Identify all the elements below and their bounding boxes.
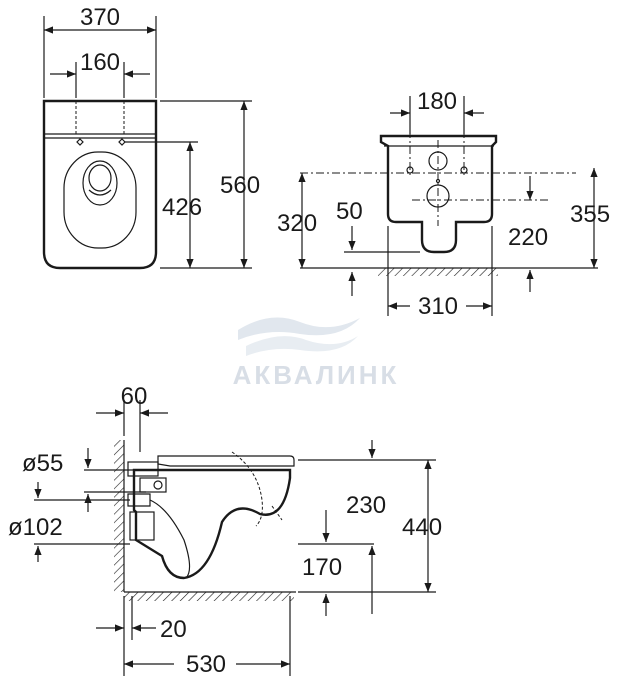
rear-bolt-height-label: 220 xyxy=(508,224,548,251)
rear-base-width-label: 310 xyxy=(418,293,458,320)
front-width-overall-label: 370 xyxy=(80,4,120,31)
side-projection-label: 530 xyxy=(186,651,226,678)
side-seat-lid xyxy=(157,455,295,467)
side-seat-height-label: 440 xyxy=(402,514,442,541)
watermark-text: АКВАЛИНК xyxy=(233,360,400,390)
front-seat-opening xyxy=(63,151,137,249)
side-floor-hatch xyxy=(124,592,294,601)
front-height-overall-label: 560 xyxy=(220,172,260,199)
watermark-logo: АКВАЛИНК xyxy=(233,317,400,390)
rear-waste-offset-label: 50 xyxy=(336,198,363,225)
front-view: 370 160 426 560 xyxy=(42,4,260,270)
rear-total-height-label: 355 xyxy=(570,201,610,228)
side-wall-offset-label: 60 xyxy=(121,383,148,410)
rear-waste-height-label: 320 xyxy=(277,210,317,237)
rear-fixing-spacing-label: 180 xyxy=(417,88,457,115)
watermark-wave-icon xyxy=(238,317,360,340)
front-width-fixing-label: 160 xyxy=(80,49,120,76)
side-view: 60 ø55 ø102 230 440 170 20 530 xyxy=(8,383,442,678)
side-inlet-diameter-label: ø55 xyxy=(22,450,63,477)
front-height-fixing-label: 426 xyxy=(162,194,202,221)
front-bowl-outline xyxy=(42,99,158,270)
side-outlet-height-label: 230 xyxy=(346,492,386,519)
rear-body-outline xyxy=(379,134,498,254)
side-bowl-outline xyxy=(132,468,292,580)
rear-floor-hatch xyxy=(378,268,498,276)
side-outlet-center-label: 170 xyxy=(302,554,342,581)
rear-view: 180 320 50 220 355 310 xyxy=(277,88,610,320)
side-wall-hatch xyxy=(114,440,124,592)
side-back-offset-label: 20 xyxy=(160,616,187,643)
side-outlet-diameter-label: ø102 xyxy=(8,514,63,541)
